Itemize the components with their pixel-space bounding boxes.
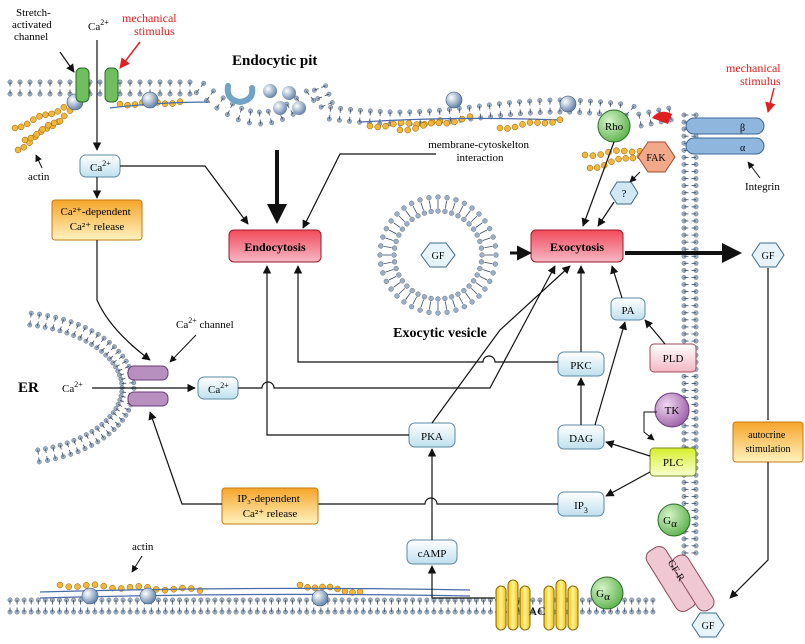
ca-dependent-release-box: Ca²⁺-dependent Ca²⁺ release [52, 200, 142, 240]
svg-text:FAK: FAK [646, 153, 666, 164]
ca-top-label: Ca2+ [88, 18, 109, 33]
g-alpha-right: Gα [658, 504, 690, 536]
pka-box: PKA [409, 423, 455, 447]
actin-label-bottom: actin [132, 541, 154, 553]
pld-box: PLD [650, 344, 696, 372]
svg-text:GF: GF [762, 251, 775, 262]
ip3-dependent-release-box: IP₃-dependent Ca²⁺ release [222, 488, 318, 524]
dag-box: DAG [558, 425, 604, 449]
camp-box: cAMP [407, 540, 457, 564]
rho: Rho [598, 110, 630, 142]
svg-text:TK: TK [665, 405, 680, 417]
actin-label-top: actin [28, 171, 50, 183]
unknown-step: ? [610, 182, 638, 204]
er-ca-label: Ca2+ [62, 380, 83, 395]
g-alpha-bottom: Gα [591, 577, 623, 609]
svg-text:cAMP: cAMP [418, 548, 447, 560]
gf-secreted: GF [752, 243, 784, 267]
autocrine-stimulation-box: autocrine stimulation [733, 422, 803, 462]
mechanical-stimulus-left: mechanical stimulus [122, 11, 180, 38]
ca-box-mid: Ca2+ [198, 377, 238, 399]
svg-text:β: β [740, 123, 745, 134]
pkc-box: PKC [558, 352, 604, 376]
ca-box-top: Ca2+ [80, 155, 120, 177]
exocytic-vesicle-label: Exocytic vesicle [393, 326, 487, 341]
svg-text:?: ? [622, 188, 627, 200]
svg-text:Endocytosis: Endocytosis [244, 240, 306, 254]
svg-text:α: α [740, 143, 746, 154]
svg-text:GF: GF [702, 621, 715, 632]
svg-text:PKA: PKA [421, 431, 443, 443]
membrane-cytoskeleton-label: membrane-cytoskelton interaction [428, 139, 532, 164]
plc-box: PLC [650, 448, 696, 476]
svg-text:DAG: DAG [569, 433, 593, 445]
er-label: ER [18, 380, 39, 396]
svg-text:PKC: PKC [570, 360, 591, 372]
svg-text:PA: PA [621, 305, 634, 317]
pa-box: PA [611, 298, 645, 320]
svg-text:GF: GF [432, 251, 445, 262]
ip3-box: IP3 [558, 492, 604, 516]
mechanical-stimulus-right: mechanical stimulus [726, 61, 784, 88]
ca-channel-label: Ca2+ channel [176, 316, 234, 331]
tk-circle: TK [655, 393, 689, 427]
svg-text:Exocytosis: Exocytosis [550, 240, 604, 254]
gf-in-vesicle: GF [421, 243, 455, 267]
svg-text:Rho: Rho [605, 121, 624, 133]
svg-text:PLC: PLC [663, 457, 683, 469]
gf-receptor: GF-R GF [643, 543, 724, 637]
integrin-label: Integrin [745, 181, 780, 193]
stretch-channel-label: Stretch- activated channel [12, 7, 54, 43]
endocytosis-box[interactable]: Endocytosis [229, 230, 321, 262]
exocytosis-box[interactable]: Exocytosis [531, 230, 623, 262]
svg-text:AC: AC [529, 604, 546, 618]
adenylyl-cyclase: AC [496, 580, 578, 630]
endocytic-pit-label: Endocytic pit [232, 53, 317, 69]
svg-text:PLD: PLD [663, 353, 684, 365]
